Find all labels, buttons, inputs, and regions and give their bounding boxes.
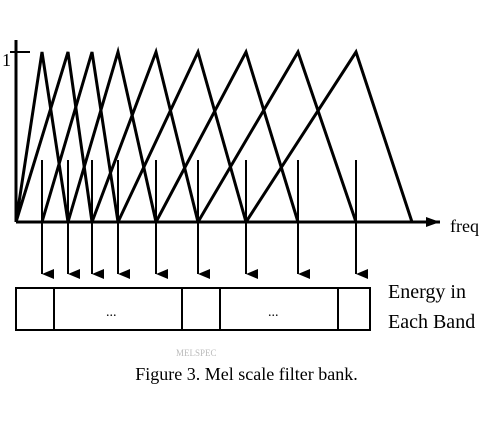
triangular-filters [14, 46, 414, 223]
mel-filter-bank-diagram: 1 freq ... ... Energy in Each Band MELSP… [2, 40, 479, 358]
triangular-filter [154, 48, 300, 223]
x-axis-label: freq [450, 216, 479, 236]
faint-label: MELSPEC [176, 348, 217, 358]
band-arrows [41, 160, 368, 279]
y-tick-label: 1 [2, 50, 11, 70]
triangular-filter [40, 51, 120, 223]
energy-band-box [15, 287, 371, 331]
triangular-filter [196, 48, 358, 223]
figure-caption: Figure 3. Mel scale filter bank. [135, 364, 358, 384]
triangular-filter [90, 46, 200, 223]
energy-label-line1: Energy in [388, 281, 466, 303]
band-ellipsis: ... [268, 305, 279, 320]
band-ellipsis: ... [106, 305, 117, 320]
triangular-filter [244, 48, 414, 223]
energy-label-line2: Each Band [388, 311, 475, 333]
